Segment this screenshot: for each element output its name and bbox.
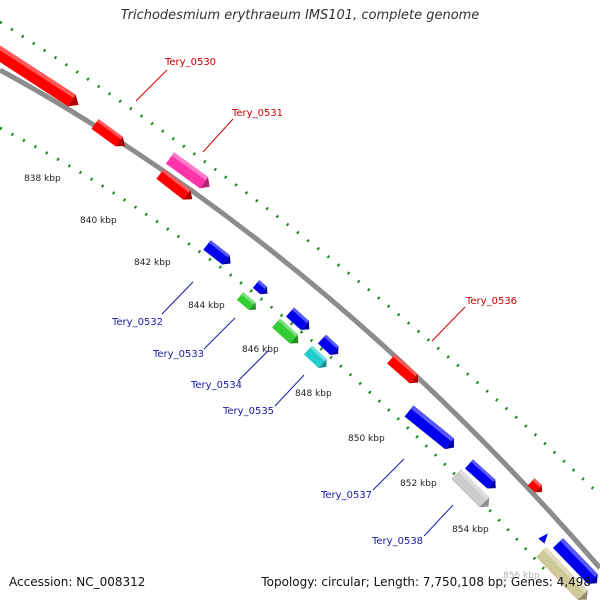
tan-gene[interactable] <box>535 547 592 600</box>
blue-gene-4[interactable] <box>317 334 342 359</box>
outer-dotted-track <box>0 20 600 497</box>
tick-label-840: 840 kbp <box>80 216 117 226</box>
gray-gene[interactable] <box>451 469 493 511</box>
callout-line-tery-0532 <box>161 281 194 315</box>
map-title: Trichodesmium erythraeum IMS101, complet… <box>120 8 480 23</box>
red-gene-4[interactable] <box>387 354 422 387</box>
blue-gene-8[interactable] <box>552 538 600 588</box>
gene-label-tery-0537[interactable]: Tery_0537 <box>320 490 372 501</box>
callout-line-tery-0530 <box>135 69 168 102</box>
red-gene-5[interactable] <box>527 478 546 495</box>
blue-gene-2[interactable] <box>252 280 271 297</box>
callout-line-tery-0537 <box>372 458 405 491</box>
gene-label-tery-0531[interactable]: Tery_0531 <box>231 108 283 119</box>
green-gene-2[interactable] <box>271 318 302 348</box>
tick-label-852: 852 kbp <box>400 479 437 489</box>
tick-label-842: 842 kbp <box>134 258 171 268</box>
topology-text: Topology: circular; Length: 7,750,108 bp… <box>261 575 591 589</box>
dotted-tracks <box>0 20 600 572</box>
blue-gene-3[interactable] <box>285 307 313 334</box>
scale-ticks: 838 kbp 840 kbp 842 kbp 844 kbp 846 kbp … <box>24 174 540 581</box>
callout-line-tery-0536 <box>431 306 466 342</box>
gene-label-tery-0530[interactable]: Tery_0530 <box>164 57 216 68</box>
cyan-gene[interactable] <box>303 345 330 372</box>
gene-label-tery-0534[interactable]: Tery_0534 <box>190 380 242 391</box>
callout-line-tery-0538 <box>423 504 454 537</box>
gene-label-tery-0538[interactable]: Tery_0538 <box>371 536 423 547</box>
red-gene-1[interactable] <box>0 40 82 111</box>
tick-label-850: 850 kbp <box>348 434 385 444</box>
tick-label-844: 844 kbp <box>188 301 225 311</box>
tick-label-854: 854 kbp <box>452 525 489 535</box>
tick-label-846: 846 kbp <box>242 345 279 355</box>
inner-dotted-track <box>0 126 547 572</box>
blue-gene-6[interactable] <box>464 459 500 493</box>
gene-features <box>0 40 600 600</box>
accession-text: Accession: NC_008312 <box>9 575 146 589</box>
blue-gene-5[interactable] <box>404 405 459 453</box>
callout-line-tery-0535 <box>274 374 305 407</box>
tick-label-838: 838 kbp <box>24 174 61 184</box>
tick-label-856: 856 kbp <box>503 571 540 581</box>
red-gene-2[interactable] <box>91 119 128 150</box>
green-gene-1[interactable] <box>236 292 260 313</box>
gene-label-tery-0532[interactable]: Tery_0532 <box>111 317 163 328</box>
blue-gene-1[interactable] <box>203 240 234 268</box>
callout-line-tery-0534 <box>237 349 270 382</box>
gene-label-tery-0533[interactable]: Tery_0533 <box>152 349 204 360</box>
callout-line-tery-0533 <box>203 317 236 350</box>
genome-backbone <box>0 67 600 570</box>
magenta-gene[interactable] <box>165 152 214 192</box>
gene-labels: Tery_0530 Tery_0531 Tery_0536 Tery_0532 … <box>111 57 517 547</box>
tick-label-848: 848 kbp <box>295 389 332 399</box>
red-gene-3[interactable] <box>156 169 196 204</box>
gene-label-tery-0535[interactable]: Tery_0535 <box>222 406 274 417</box>
blue-gene-7[interactable] <box>538 531 551 544</box>
gene-label-tery-0536[interactable]: Tery_0536 <box>465 296 517 307</box>
callout-line-tery-0531 <box>202 118 234 153</box>
